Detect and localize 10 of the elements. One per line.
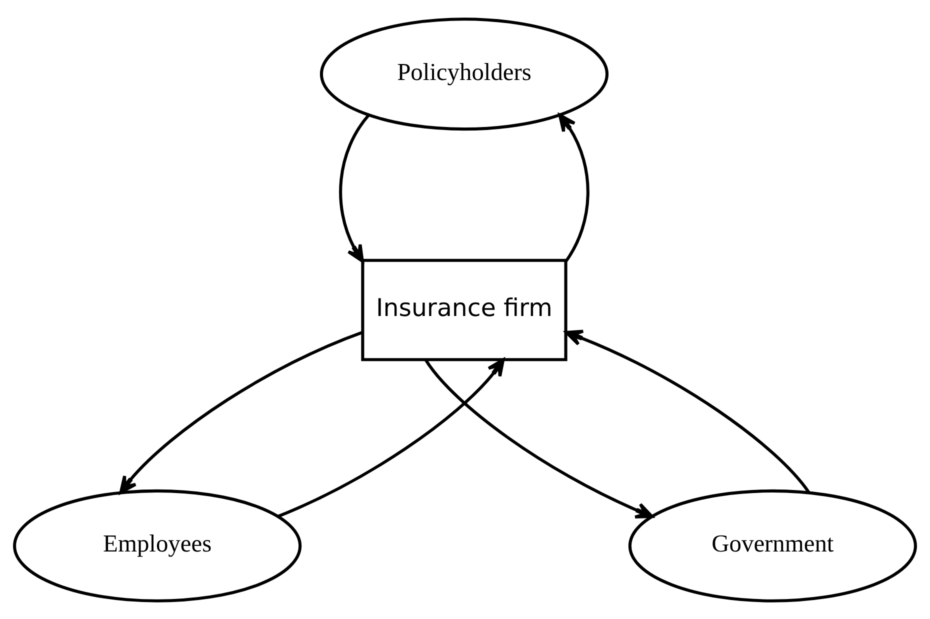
arrow (424, 358, 654, 518)
arrow (564, 329, 810, 493)
arrow (277, 358, 505, 518)
arrow (119, 330, 363, 494)
arrow (558, 113, 590, 262)
node-ellipse: Policyholders (320, 17, 609, 130)
node-ellipse: Government (628, 488, 917, 602)
node-box: Insurance firm (361, 258, 568, 361)
node-ellipse: Employees (13, 488, 302, 602)
arrow (339, 114, 370, 262)
